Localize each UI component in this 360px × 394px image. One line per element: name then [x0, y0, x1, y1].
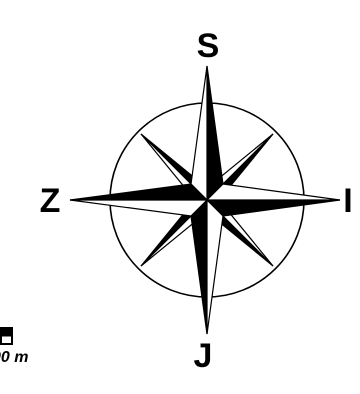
scale-bar-label: 00 m	[0, 350, 28, 366]
east-label: I	[343, 182, 352, 220]
north-label: S	[197, 27, 220, 65]
west-label: Z	[40, 182, 61, 220]
cardinal-points	[70, 66, 340, 334]
scale-bar-segment	[0, 327, 13, 345]
south-label: J	[194, 337, 213, 375]
